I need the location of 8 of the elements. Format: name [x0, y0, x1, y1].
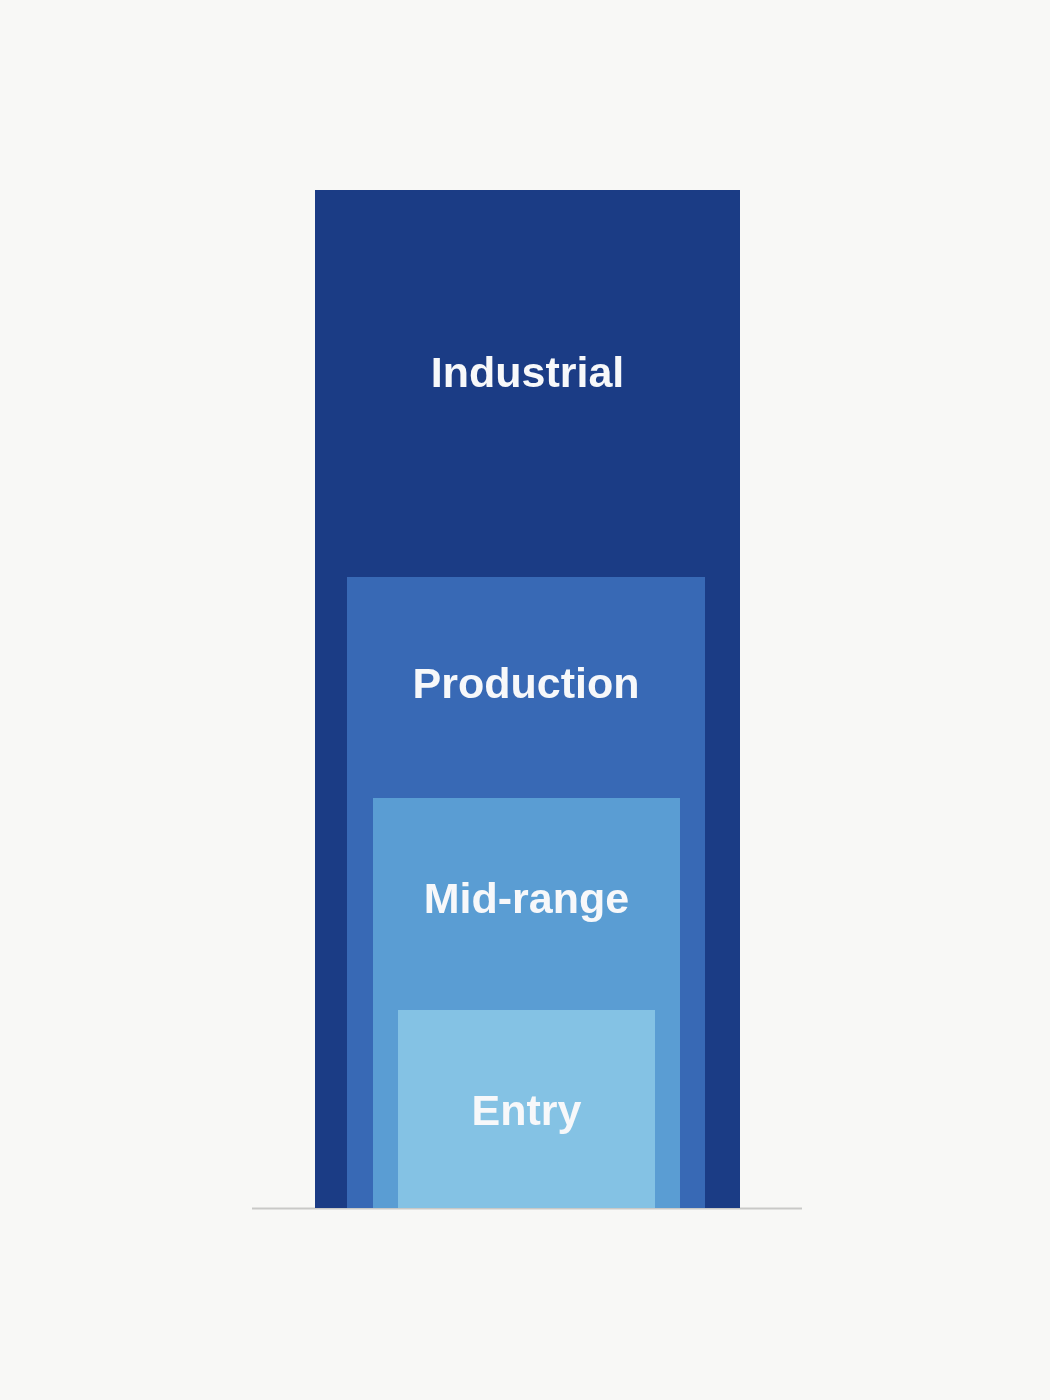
tier-label: Industrial [430, 347, 625, 398]
tier-box [347, 577, 705, 1208]
tier-box [398, 1010, 655, 1208]
tier-label: Production [412, 658, 640, 709]
tier-box [315, 190, 740, 1208]
tier-box [373, 798, 680, 1208]
tier-label: Mid-range [423, 873, 630, 924]
tier-label: Entry [471, 1085, 582, 1136]
